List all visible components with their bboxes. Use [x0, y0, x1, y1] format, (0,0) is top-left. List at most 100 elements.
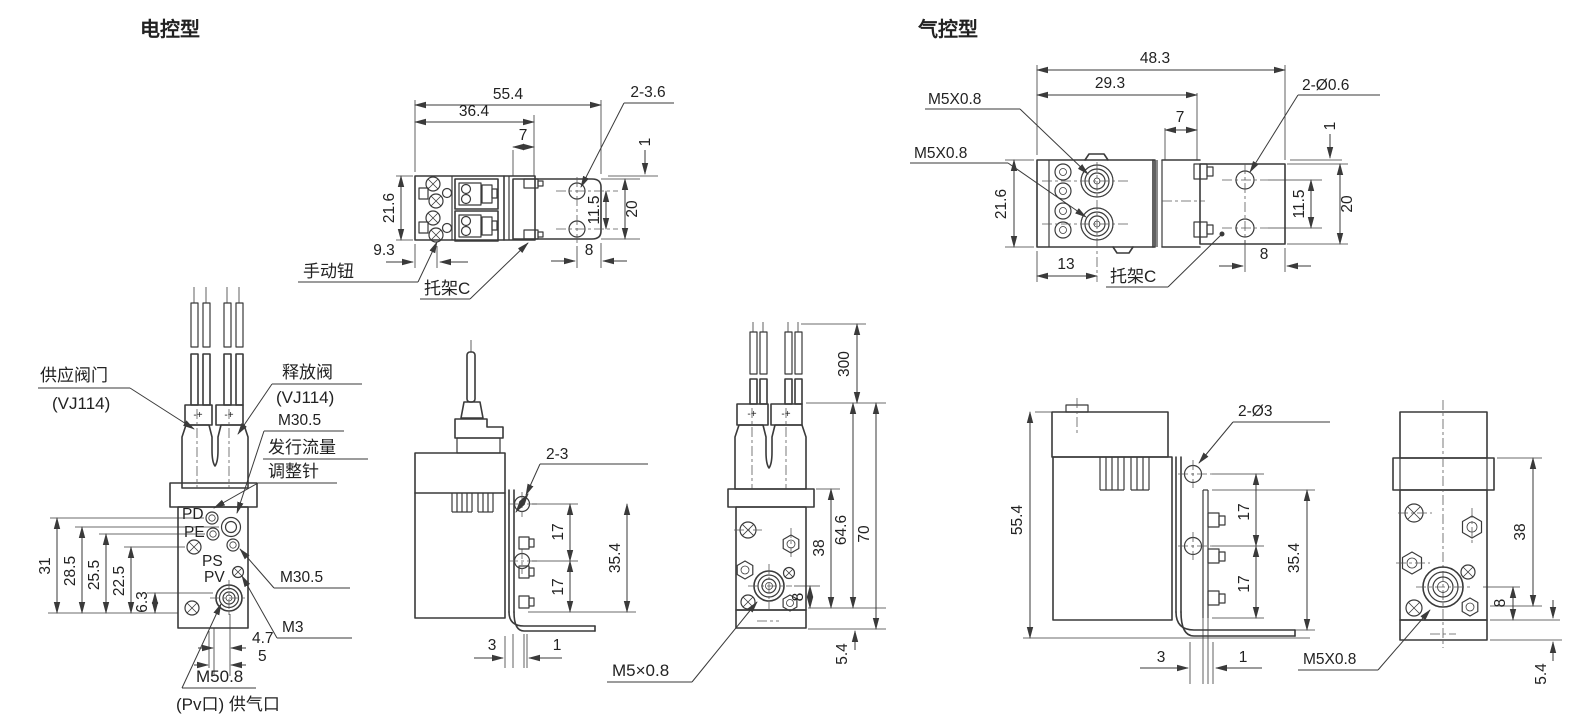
- dim-body-width: 36.4: [459, 103, 490, 120]
- interface-teeth: [1099, 457, 1150, 491]
- antenna-pin: [466, 351, 476, 403]
- pneumatic-front-dimensions: 38 8 5.4: [1483, 457, 1562, 685]
- pilot-cap: [1399, 411, 1488, 459]
- dim-31: 31: [37, 557, 54, 574]
- valve-bodies: [734, 424, 807, 490]
- dim-1: 1: [553, 637, 562, 654]
- dim-height: 21.6: [993, 189, 1010, 219]
- dim-body-width: 29.3: [1095, 75, 1125, 92]
- label-bracket-c: 托架C: [1110, 267, 1156, 286]
- dim-28-5: 28.5: [62, 556, 79, 586]
- dim-total: 35.4: [607, 543, 624, 574]
- callout-port-bottom: M5X0.8: [914, 145, 967, 162]
- label-flow-adjust-line1: 发行流量: [268, 438, 336, 457]
- pneumatic-side-view: 2-Ø3 55.4 17 17 35.4 3 1: [1009, 398, 1431, 684]
- dim-wire-length: 300: [836, 351, 853, 377]
- dim-8: 8: [790, 593, 807, 602]
- dim-3: 3: [1157, 649, 1166, 666]
- dim-pitch1: 17: [1236, 503, 1253, 520]
- dim-pitch2: 17: [1236, 575, 1253, 592]
- electric-side-view: 2-3 17 17 35.4 3 1: [414, 340, 648, 668]
- callout-holes: 2-3.6: [630, 84, 665, 101]
- manifold-block: [177, 506, 249, 629]
- callout-holes: 2-3: [546, 446, 568, 463]
- electric-front-view-wired: -+ -+ 300: [607, 322, 886, 683]
- callout-holes: 2-Ø3: [1238, 403, 1272, 420]
- dim-4-7: 4.7: [252, 630, 274, 647]
- body-ports: [1396, 503, 1483, 617]
- lead-wires: [749, 322, 803, 405]
- dim-left-offset: 13: [1057, 256, 1074, 273]
- plug-housing: [454, 418, 504, 439]
- interface-teeth: [451, 493, 494, 513]
- dim-height: 55.4: [1009, 505, 1026, 536]
- lead-wires: [190, 287, 244, 406]
- port-label-pv: PV: [204, 569, 225, 586]
- side-screws: [1054, 163, 1072, 239]
- base-plate: [1399, 619, 1488, 641]
- dim-8: 8: [1492, 599, 1509, 608]
- dim-22-5: 22.5: [111, 566, 128, 596]
- valve-body-outline: [414, 175, 536, 241]
- callout-thread-side: M30.5: [280, 569, 323, 586]
- port-label-ps: PS: [202, 553, 223, 570]
- dim-height: 21.6: [381, 193, 398, 223]
- manifold-ports: PD PE PS PV: [182, 506, 248, 616]
- bracket-plate: [512, 178, 602, 240]
- electric-top-dimensions: 55.4 36.4 7 2-3.6 1 20 11.5 21.6: [373, 84, 674, 268]
- pneumatic-side-dimensions: 55.4 17 17 35.4 3 1: [1009, 411, 1315, 684]
- dim-hole-pitch: 11.5: [586, 195, 603, 224]
- callout-m50-8: M50.8: [196, 667, 243, 686]
- dim-38: 38: [811, 539, 828, 556]
- label-release-valve-model: (VJ114): [276, 388, 334, 407]
- dim-total-width: 48.3: [1140, 50, 1170, 67]
- dim-5-4: 5.4: [834, 643, 851, 665]
- dim-bracket-offset: 7: [519, 127, 528, 144]
- dim-pitch2: 17: [550, 578, 567, 595]
- coil-polarity: -+: [193, 410, 202, 421]
- bracket-c-side: [1175, 456, 1296, 637]
- valve-body: [414, 452, 506, 619]
- dim-5-4: 5.4: [1533, 663, 1550, 685]
- callout-m3: M3: [282, 619, 304, 636]
- label-supply-valve: 供应阀门: [40, 366, 108, 385]
- pilot-cap: [1051, 411, 1169, 458]
- dim-top-gap: 1: [1322, 122, 1339, 131]
- manifold-ports: [734, 521, 800, 612]
- dim-total: 35.4: [1286, 543, 1303, 574]
- title-pneumatic-type: 气控型: [917, 17, 978, 41]
- dim-1: 1: [1239, 649, 1248, 666]
- dim-5: 5: [258, 648, 267, 665]
- label-release-valve: 释放阀: [282, 363, 333, 382]
- label-supply-port: (Pv口) 供气口: [176, 695, 280, 714]
- electric-front-view: -+ -+ PD PE PS PV 供应阀门 (VJ114): [37, 287, 368, 714]
- dim-25-5: 25.5: [86, 560, 103, 590]
- label-manual-button: 手动钮: [303, 262, 354, 281]
- port-label-pd: PD: [182, 506, 204, 523]
- terminal-screws: [418, 176, 453, 243]
- dim-bracket-height: 20: [624, 200, 641, 218]
- label-supply-valve-model: (VJ114): [52, 394, 110, 413]
- dim-total-width: 55.4: [493, 86, 524, 103]
- dim-38: 38: [1512, 523, 1529, 540]
- pneumatic-front-view: 38 8 5.4: [1392, 400, 1562, 685]
- pneumatic-top-view: 48.3 29.3 7 1 20 11.5 21.6 13 8: [910, 50, 1380, 288]
- label-flow-adjust-line2: 调整针: [268, 462, 319, 481]
- dim-hole-edge: 8: [1260, 246, 1269, 263]
- port-label-pe: PE: [184, 524, 205, 541]
- callout-port: M5×0.8: [612, 661, 669, 680]
- callout-port-top: M5X0.8: [928, 91, 981, 108]
- manifold-flange: [169, 482, 258, 508]
- callout-port: M5X0.8: [1303, 651, 1356, 668]
- dim-64-6: 64.6: [833, 515, 850, 545]
- valve-bodies: [181, 424, 249, 489]
- electric-top-view: 55.4 36.4 7 2-3.6 1 20 11.5 21.6: [298, 84, 674, 300]
- electric-side-dimensions: 17 17 35.4 3 1: [474, 503, 636, 668]
- callout-holes: 2-Ø0.6: [1302, 77, 1349, 94]
- pneumatic-top-dimensions: 48.3 29.3 7 1 20 11.5 21.6 13 8: [993, 50, 1356, 282]
- electric-front-dimensions: 31 28.5 25.5 22.5 6.3 4.7 5: [37, 517, 274, 676]
- dim-bracket-offset: 7: [1176, 109, 1185, 126]
- pilot-band: [1392, 457, 1495, 491]
- dim-hole-edge: 8: [585, 242, 594, 259]
